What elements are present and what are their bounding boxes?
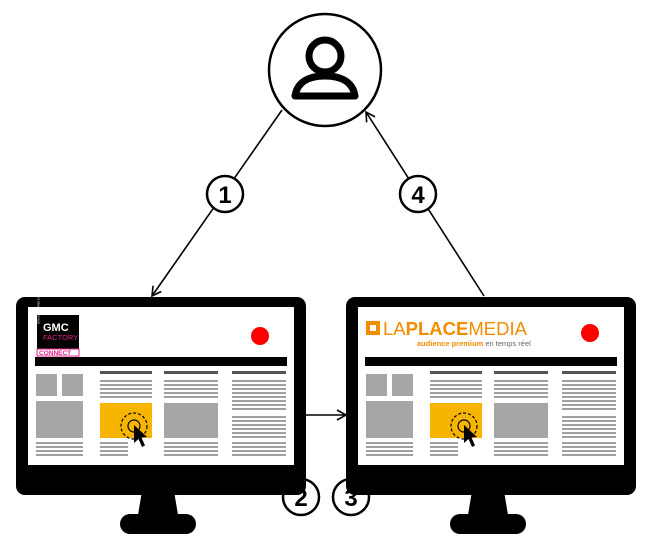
laplacemedia-logo: LAPLACEMEDIA audience premium en temps r…	[366, 318, 531, 348]
monitor-stand	[450, 491, 526, 534]
content-col-1	[366, 374, 413, 456]
step-badge-1: 1	[205, 174, 245, 214]
status-dot	[251, 327, 269, 345]
highlighted-ad	[430, 403, 482, 438]
user-node	[267, 12, 383, 128]
svg-text:FACTORY: FACTORY	[43, 333, 78, 342]
step-badge-4: 4	[398, 174, 438, 214]
nav-bar	[365, 357, 617, 366]
content-col-3	[164, 371, 218, 456]
click-cursor-icon	[120, 412, 148, 447]
svg-text:CONNECT: CONNECT	[39, 350, 71, 357]
gmc-factory-logo: GROUPE MARIE CLAIRE GMC FACTORY CONNECT	[36, 289, 80, 357]
left-monitor: GROUPE MARIE CLAIRE GMC FACTORY CONNECT	[16, 289, 306, 534]
step-label-4: 4	[411, 182, 425, 209]
content-col-2	[430, 371, 482, 456]
svg-text:GROUPE MARIE CLAIRE: GROUPE MARIE CLAIRE	[37, 289, 41, 324]
status-dot	[581, 324, 599, 342]
content-col-4	[562, 371, 616, 456]
content-col-1	[36, 374, 83, 456]
monitor-stand	[120, 491, 196, 534]
svg-text:LAPLACEMEDIA: LAPLACEMEDIA	[383, 318, 528, 339]
content-col-3	[494, 371, 548, 456]
svg-text:audience premium en temps réel: audience premium en temps réel	[417, 339, 531, 348]
highlighted-ad	[100, 403, 152, 438]
content-col-4	[232, 371, 286, 456]
user-icon	[291, 36, 359, 100]
laplacemedia-square-icon	[366, 321, 380, 335]
right-monitor: LAPLACEMEDIA audience premium en temps r…	[346, 297, 636, 534]
step-label-1: 1	[218, 182, 231, 209]
click-cursor-icon	[450, 412, 478, 447]
nav-bar	[35, 357, 287, 366]
content-col-2	[100, 371, 152, 456]
svg-text:GMC: GMC	[43, 322, 69, 334]
